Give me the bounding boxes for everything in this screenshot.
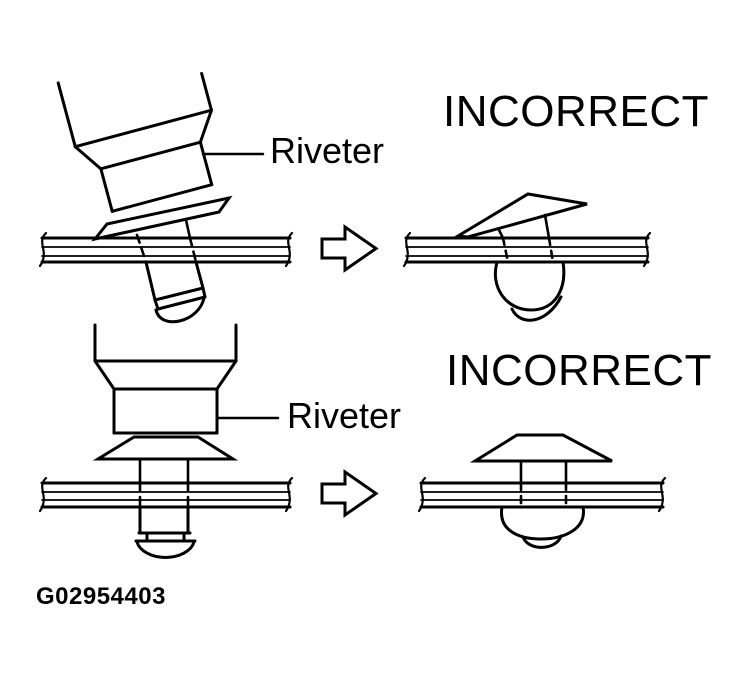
panel-break-right	[284, 476, 294, 513]
bottom-riveter-tool	[93, 323, 238, 435]
rivet-tail-fold	[510, 295, 563, 322]
bottom-rivet	[92, 435, 239, 559]
panel-break-right	[657, 476, 667, 513]
rivet-head-cone	[92, 435, 239, 461]
bottom-scenario	[38, 323, 667, 559]
top-panel-sheets	[38, 231, 294, 268]
bottom-result-rivet	[469, 433, 613, 549]
top-riveter-label: Riveter	[270, 130, 385, 171]
rivet-head-tilted	[453, 192, 588, 239]
bottom-result	[417, 433, 667, 549]
bottom-riveter-label: Riveter	[287, 395, 402, 436]
flow-arrow-top	[320, 224, 379, 273]
rivet-head	[91, 195, 233, 242]
rivet-bulged-tail	[500, 505, 585, 541]
top-riveter-tool	[56, 72, 214, 213]
top-incorrect-label: INCORRECT	[443, 87, 710, 136]
bottom-result-panel-sheets	[417, 476, 667, 513]
bottom-incorrect-label: INCORRECT	[446, 346, 713, 395]
panel-break-right	[284, 231, 294, 268]
rivet-head-raised	[469, 433, 613, 463]
top-result	[402, 192, 652, 322]
flow-arrow-bottom	[320, 469, 379, 518]
panel-break-left	[38, 231, 48, 268]
panel-break-left	[417, 476, 427, 513]
bottom-panel-sheets	[38, 476, 294, 513]
rivet-tail-dome	[135, 540, 196, 559]
figure-id: G02954403	[36, 583, 166, 610]
rivet-bulged-tail	[493, 260, 566, 312]
top-result-panel-sheets	[402, 231, 652, 268]
top-scenario	[38, 72, 652, 324]
panel-break-left	[402, 231, 412, 268]
panel-break-right	[642, 231, 652, 268]
top-result-rivet	[453, 192, 588, 322]
panel-break-left	[38, 476, 48, 513]
top-rivet	[91, 195, 233, 324]
rivet-tail-fold	[521, 534, 563, 549]
rivet-tail-dome	[154, 296, 206, 324]
